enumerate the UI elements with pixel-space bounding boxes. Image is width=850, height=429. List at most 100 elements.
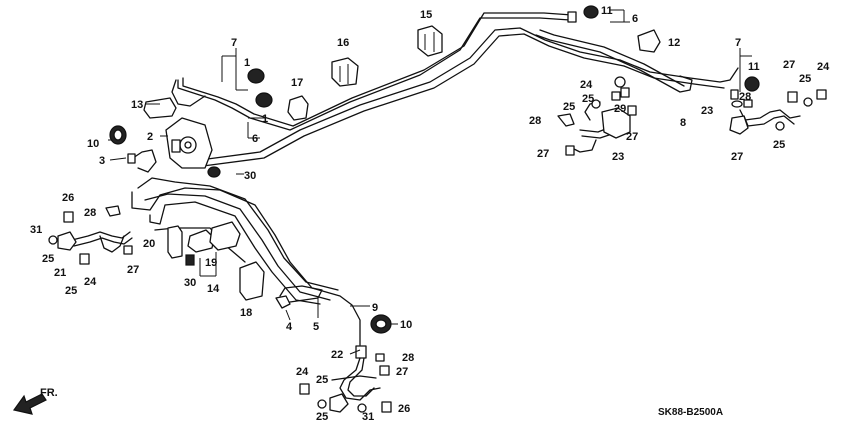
fitting-28-right bbox=[743, 99, 753, 108]
callout-24-right: 24 bbox=[817, 61, 830, 73]
master-cylinder-area bbox=[109, 79, 213, 173]
callout-19: 19 bbox=[205, 257, 217, 269]
bolt-26-left bbox=[63, 211, 74, 223]
callout-9: 9 bbox=[372, 302, 378, 314]
bracket-20 bbox=[167, 225, 183, 259]
callout-5: 5 bbox=[313, 321, 319, 333]
callout-24-left: 24 bbox=[84, 276, 97, 288]
callout-25-left: 25 bbox=[42, 253, 54, 265]
grommet-10-lower-hole bbox=[375, 319, 387, 329]
clip-28-left bbox=[105, 205, 121, 217]
rear-hose-fitting-23 bbox=[729, 115, 749, 135]
callout-7-left: 7 bbox=[231, 37, 237, 49]
washer-25-right bbox=[731, 100, 743, 108]
callout-29: 29 bbox=[614, 103, 626, 115]
callout-13: 13 bbox=[131, 99, 143, 111]
callout-25-middle: 25 bbox=[582, 93, 594, 105]
tube-joint-top bbox=[567, 11, 577, 23]
fitting-27-middle bbox=[627, 105, 637, 116]
callout-1-upper: 1 bbox=[244, 57, 250, 69]
grommet-10-upper-hole bbox=[113, 129, 123, 141]
callout-25-lower-upper: 25 bbox=[316, 374, 328, 386]
callout-17: 17 bbox=[291, 77, 303, 89]
callout-2: 2 bbox=[147, 131, 153, 143]
callout-14: 14 bbox=[207, 283, 220, 295]
callout-15: 15 bbox=[420, 9, 432, 21]
callout-30-lower: 30 bbox=[184, 277, 196, 289]
rear-right-hose-area bbox=[557, 76, 827, 156]
callout-28-middle: 28 bbox=[529, 115, 541, 127]
bolt-24-lower bbox=[299, 383, 310, 395]
bracket-19-b bbox=[209, 221, 241, 251]
callout-8: 8 bbox=[680, 117, 686, 129]
fitting-29 bbox=[620, 87, 630, 98]
callout-3: 3 bbox=[99, 155, 105, 167]
callout-16: 16 bbox=[337, 37, 349, 49]
clip-16 bbox=[331, 57, 359, 87]
callout-24-lower: 24 bbox=[296, 366, 309, 378]
callout-28-lower: 28 bbox=[402, 352, 414, 364]
clip-28-lower bbox=[375, 353, 385, 362]
relay-bracket-13 bbox=[143, 97, 177, 119]
callout-25-far-right: 25 bbox=[773, 139, 785, 151]
fitting-27-left bbox=[123, 245, 133, 255]
tube-joint-right bbox=[730, 89, 739, 100]
washer-24-middle bbox=[614, 76, 626, 88]
washer-25-lower bbox=[317, 399, 327, 409]
callout-27-bottom-middle: 27 bbox=[537, 148, 549, 160]
callout-24-middle: 24 bbox=[580, 79, 593, 91]
lower-center-brackets bbox=[167, 166, 291, 309]
bolt-4 bbox=[275, 295, 291, 309]
fitting-25-lower bbox=[329, 393, 349, 413]
bolt-30-lower bbox=[185, 254, 195, 266]
valve-port-inner bbox=[184, 141, 192, 149]
callout-4: 4 bbox=[286, 321, 293, 333]
bolt-27-right bbox=[787, 91, 798, 103]
callout-21: 21 bbox=[54, 267, 66, 279]
main-brake-tubes-lower bbox=[131, 177, 361, 346]
bleeder-fitting-27 bbox=[565, 145, 575, 156]
fitting-22 bbox=[355, 345, 367, 359]
left-hose-area bbox=[48, 205, 133, 265]
washer-25-right-upper bbox=[803, 97, 813, 107]
callout-27-right: 27 bbox=[783, 59, 795, 71]
callout-25-right: 25 bbox=[799, 73, 811, 85]
callout-1-lower: 1 bbox=[262, 113, 268, 125]
front-direction-arrow: FR. bbox=[12, 387, 58, 415]
callout-28-left: 28 bbox=[84, 207, 96, 219]
fitting-27-lower bbox=[379, 365, 390, 376]
grommet-11-right bbox=[744, 76, 760, 92]
washer-25-middle bbox=[591, 99, 601, 109]
main-brake-tubes-upper bbox=[177, 12, 739, 167]
callout-25-middle-left: 25 bbox=[563, 101, 575, 113]
clip-17 bbox=[287, 95, 309, 121]
leader-lines bbox=[108, 9, 752, 355]
callout-6-left: 6 bbox=[252, 133, 258, 145]
callout-11-top: 11 bbox=[601, 5, 613, 17]
bolt-24-left bbox=[79, 253, 90, 265]
callout-31-left: 31 bbox=[30, 224, 42, 236]
callout-25-lower: 25 bbox=[316, 411, 328, 423]
callout-23-right: 23 bbox=[701, 105, 713, 117]
grommet-11-top bbox=[583, 5, 599, 19]
clip-12 bbox=[637, 29, 661, 53]
clips-top bbox=[247, 5, 760, 121]
callout-30-upper: 30 bbox=[244, 170, 256, 182]
washer-31-lower bbox=[357, 403, 367, 413]
callout-labels: 15 11 6 12 7 11 27 25 24 28 24 25 29 25 … bbox=[30, 5, 830, 423]
bracket-18 bbox=[239, 261, 265, 301]
bolt-26-lower bbox=[381, 401, 392, 413]
callout-27-far-right: 27 bbox=[731, 151, 743, 163]
callout-27-lower: 27 bbox=[396, 366, 408, 378]
callout-7-right: 7 bbox=[735, 37, 741, 49]
front-hose-area bbox=[299, 314, 392, 413]
washer-25-far-right bbox=[775, 121, 785, 131]
callout-10-lower: 10 bbox=[400, 319, 412, 331]
callout-28-right: 28 bbox=[739, 91, 751, 103]
diagram-code: SK88-B2500A bbox=[658, 407, 723, 418]
tube-end-3 bbox=[127, 153, 136, 164]
callout-11-right: 11 bbox=[748, 61, 760, 73]
callout-12: 12 bbox=[668, 37, 680, 49]
callout-10-upper: 10 bbox=[87, 138, 99, 150]
